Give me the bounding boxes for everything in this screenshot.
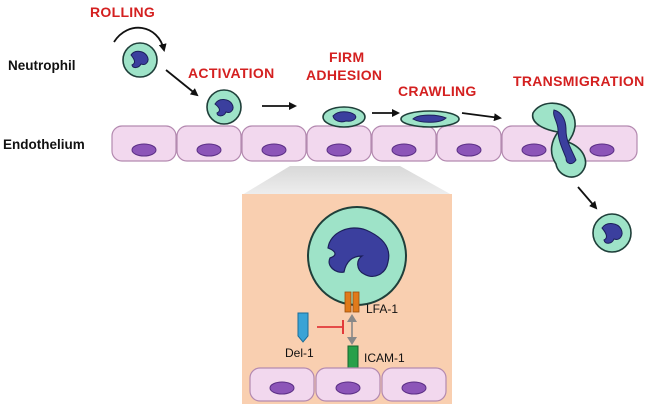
inset-neutrophil <box>307 206 407 306</box>
endothelium-label: Endothelium <box>3 137 85 152</box>
endothelial-cell <box>241 125 307 162</box>
endothelial-cell <box>306 125 372 162</box>
neutrophil-label: Neutrophil <box>8 58 76 73</box>
endothelial-cell <box>371 125 437 162</box>
del1-inhibition <box>317 320 344 334</box>
lfa1-receptor <box>344 291 360 313</box>
binding-arrow <box>347 314 357 345</box>
zoom-funnel <box>242 166 452 195</box>
neutrophil-transmigrating <box>531 102 587 178</box>
endothelium-layer <box>111 125 638 162</box>
stage-firm-label-line1: FIRM <box>329 49 364 65</box>
del1-label: Del-1 <box>285 346 314 360</box>
endothelial-cell <box>381 367 447 402</box>
stage-transmigration-label: TRANSMIGRATION <box>513 73 645 89</box>
stage-rolling-label: ROLLING <box>90 4 155 20</box>
del1-molecule <box>297 312 309 343</box>
neutrophil-rolling <box>122 42 158 78</box>
stage-crawling-label: CRAWLING <box>398 83 477 99</box>
endothelial-cell <box>315 367 381 402</box>
neutrophil-migrated <box>592 213 632 253</box>
lfa1-label: LFA-1 <box>366 302 398 316</box>
inset-endothelium <box>249 367 447 402</box>
icam1-label: ICAM-1 <box>364 351 405 365</box>
arrow-to-transmigration <box>461 112 502 122</box>
endothelial-cell <box>436 125 502 162</box>
neutrophil-firm-adhesion <box>322 106 366 128</box>
arrow-to-activation <box>165 69 199 97</box>
endothelial-cell <box>176 125 242 162</box>
stage-activation-label: ACTIVATION <box>188 65 274 81</box>
stage-firm-label-line2: ADHESION <box>306 67 382 83</box>
neutrophil-activated <box>206 89 242 125</box>
neutrophil-crawling <box>400 110 460 128</box>
endothelial-cell <box>249 367 315 402</box>
icam1-receptor <box>347 345 359 369</box>
arrow-to-migrated <box>577 186 598 210</box>
endothelial-cell <box>111 125 177 162</box>
rolling-arrow <box>113 26 167 52</box>
